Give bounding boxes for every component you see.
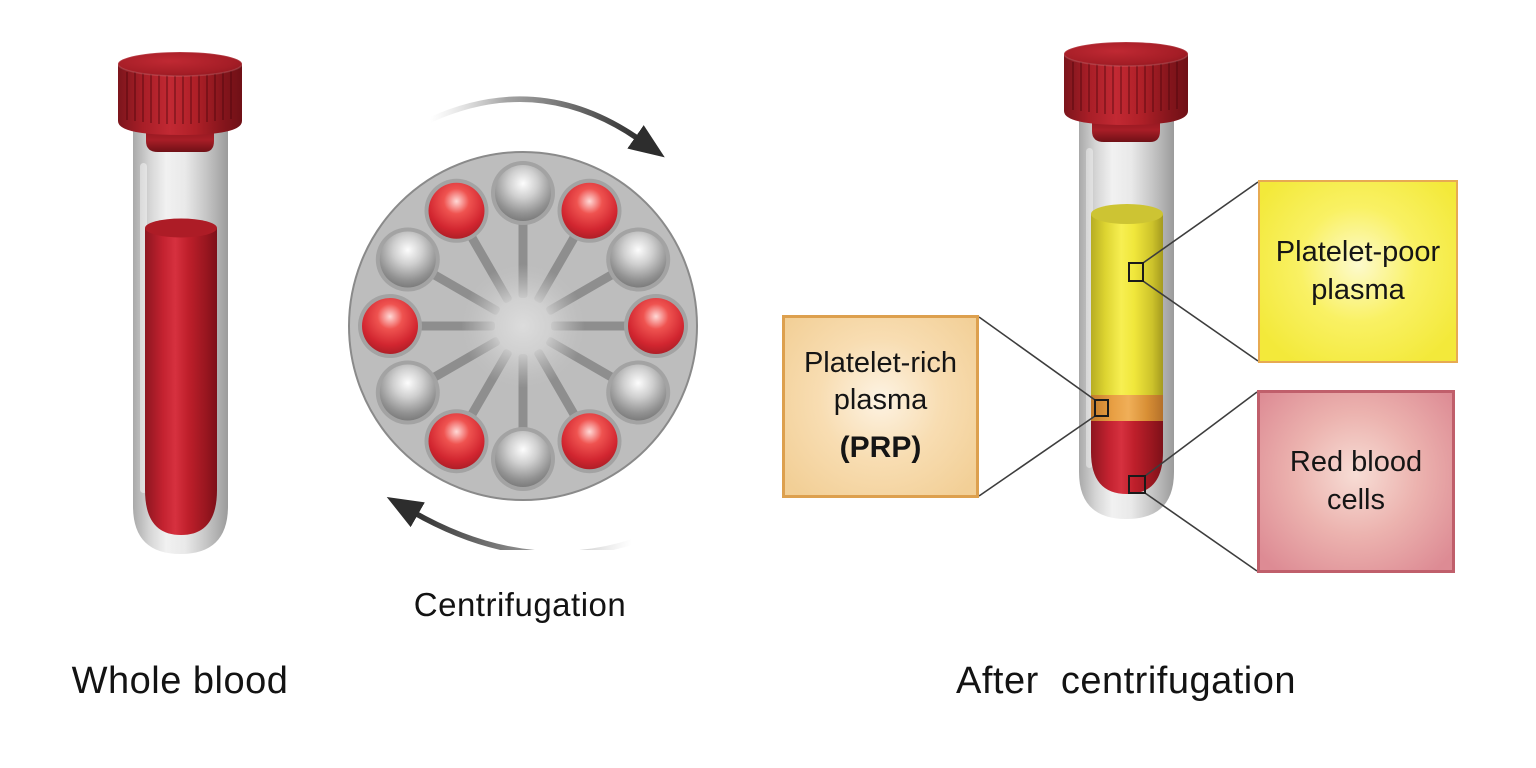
callout-label: Red blood cells xyxy=(1289,446,1423,516)
callout-platelet-rich-plasma: Platelet-rich plasma (PRP) xyxy=(782,315,979,498)
rotor-tube-balls xyxy=(358,161,688,491)
rotor-ball-gray xyxy=(610,364,667,421)
blood-column xyxy=(145,218,217,535)
callout-abbreviation: (PRP) xyxy=(839,431,922,465)
red-blood-cells-layer xyxy=(1091,421,1163,494)
rotor-ball-red xyxy=(561,182,618,239)
rotor-ball-red xyxy=(561,413,618,470)
callout-red-blood-cells: Red blood cells xyxy=(1257,390,1455,573)
centrifuge-rotor-illustration xyxy=(348,96,698,550)
platelet-poor-plasma-layer xyxy=(1091,204,1163,395)
after-centrifugation-label: After centrifugation xyxy=(955,660,1296,702)
rotor-ball-gray xyxy=(379,364,436,421)
centrifugation-label: Centrifugation xyxy=(413,586,627,623)
whole-blood-label: Whole blood xyxy=(71,660,289,702)
rotation-arrow-top-icon xyxy=(428,96,665,158)
rotation-arrow-bottom-icon xyxy=(386,497,633,550)
callout-label: Platelet-poor plasma xyxy=(1275,236,1441,306)
rotor-ball-gray xyxy=(495,165,551,221)
rotor-ball-gray xyxy=(379,231,436,288)
tube-cap xyxy=(117,51,243,152)
platelet-rich-plasma-layer xyxy=(1091,395,1163,421)
rotor-ball-red xyxy=(628,298,684,354)
rotor-ball-red xyxy=(428,182,485,239)
rotor-ball-gray xyxy=(495,431,551,487)
rotor-spokes xyxy=(401,204,645,448)
tube-cap xyxy=(1063,41,1189,142)
separated-tube-illustration xyxy=(1063,41,1189,519)
rotor-ball-gray xyxy=(610,231,667,288)
callout-platelet-poor-plasma: Platelet-poor plasma xyxy=(1258,180,1458,363)
rotor-ball-red xyxy=(362,298,418,354)
callout-label: Platelet-rich plasma xyxy=(803,347,958,417)
whole-blood-tube-illustration xyxy=(117,51,243,554)
rotor-ball-red xyxy=(428,413,485,470)
